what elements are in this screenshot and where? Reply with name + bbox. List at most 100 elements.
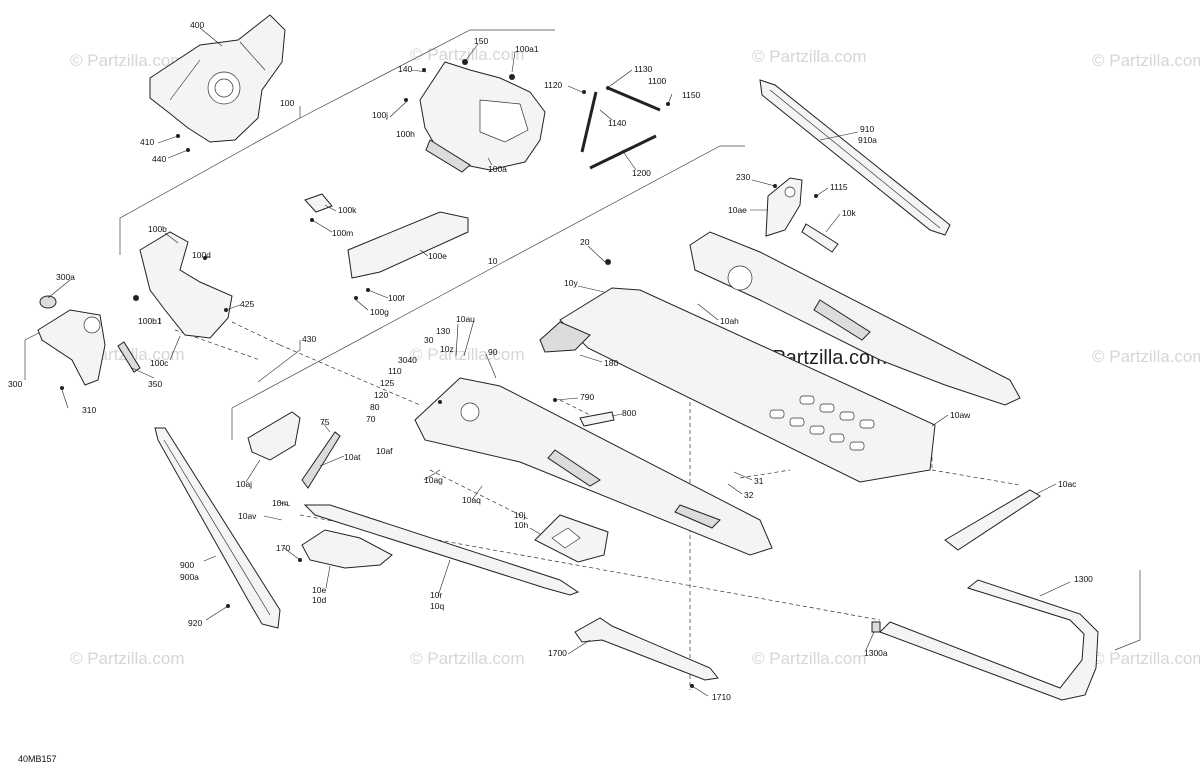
part-910-rail [759,79,951,236]
callout-100a: 100a [488,164,507,174]
callout-1710: 1710 [712,692,731,702]
leader-lines [47,27,1071,697]
watermark: © Partzilla.com [752,649,867,668]
callout-31: 31 [754,476,764,486]
callout-10aj: 10aj [236,479,252,489]
callout-3040: 3040 [398,355,417,365]
callout-10y: 10y [564,278,578,288]
part-400-front-frame [149,14,286,152]
callout-100m: 100m [332,228,353,238]
callout-900: 900 [180,560,194,570]
part-900-strut [154,427,281,629]
callout-10af: 10af [376,446,393,456]
part-10ac-rail [944,489,1041,551]
group-line-10-top [495,145,745,267]
callout-790: 790 [580,392,594,402]
watermark: © Partzilla.com [410,345,525,364]
callout-140: 140 [398,64,412,74]
part-rods [580,86,670,170]
callout-300a: 300a [56,272,75,282]
callout-100b: 100b [148,224,167,234]
watermark: © Partzilla.com [70,51,185,70]
callout-440: 440 [152,154,166,164]
group-line-10 [231,265,497,440]
part-300-arm [37,295,141,390]
part-100e-plate [304,193,469,300]
callout-100k: 100k [338,205,357,215]
part-10e-skid [298,529,393,569]
callout-310: 310 [82,405,96,415]
callout-110: 110 [388,366,402,376]
callout-10h: 10h [514,520,528,530]
watermark-layer: © Partzilla.com © Partzilla.com © Partzi… [70,45,1200,668]
callout-180: 180 [604,358,618,368]
watermark: © Partzilla.com [410,649,525,668]
group-line-1300 [1114,570,1141,651]
callout-10: 10 [488,256,498,266]
diagram-code: 40MB157 [18,754,57,764]
part-100a-housing [404,59,546,173]
callout-10ah: 10ah [720,316,739,326]
callout-10r: 10r [430,590,442,600]
callout-10at: 10at [344,452,361,462]
callout-1150: 1150 [682,90,701,100]
part-10y-tunnel [539,259,936,483]
callout-150: 150 [474,36,488,46]
callout-32: 32 [744,490,754,500]
callout-1200: 1200 [632,168,651,178]
callout-10au: 10au [456,314,475,324]
callout-125: 125 [380,378,394,388]
callout-10q: 10q [430,601,444,611]
part-800-plate [579,411,615,427]
callout-910a: 910a [858,135,877,145]
callout-910: 910 [860,124,874,134]
callout-100e: 100e [428,251,447,261]
callout-100h: 100h [396,129,415,139]
tunnel-slots [769,395,875,451]
callout-170: 170 [276,543,290,553]
callout-800: 800 [622,408,636,418]
watermark: © Partzilla.com [70,649,185,668]
callout-100c: 100c [150,358,169,368]
callout-10ag: 10ag [424,475,443,485]
callout-80: 80 [370,402,380,412]
callout-100a1: 100a1 [515,44,539,54]
callout-100b1: 100b1 [138,316,162,326]
callout-425: 425 [240,299,254,309]
callout-100f: 100f [388,293,405,303]
part-10aj-bracket [247,411,341,489]
callout-20: 20 [580,237,590,247]
part-side-panel-right [689,231,1021,406]
callout-100d: 100d [192,250,211,260]
callout-130: 130 [436,326,450,336]
callout-10m: 10m [272,498,289,508]
watermark: © Partzilla.com [1092,51,1200,70]
callout-10z: 10z [440,344,454,354]
part-1300-bumper [871,579,1099,701]
callout-10j: 10j [514,510,525,520]
callout-100: 100 [280,98,294,108]
callout-1115: 1115 [830,182,848,192]
callout-10aq: 10aq [462,495,481,505]
group-brackets [24,29,1141,651]
watermark: © Partzilla.com [410,45,525,64]
watermark: © Partzilla.com [1092,649,1200,668]
callout-100j: 100j [372,110,388,120]
callout-90: 90 [488,347,498,357]
part-1700-rail [574,617,719,688]
callout-230: 230 [736,172,750,182]
callout-1120: 1120 [544,80,563,90]
callout-10av: 10av [238,511,257,521]
callout-10e: 10e [312,585,326,595]
callout-75: 75 [320,417,330,427]
callout-10d: 10d [312,595,326,605]
callout-1100: 1100 [648,76,667,86]
part-10ae-bracket [765,177,839,253]
callout-1300: 1300 [1074,574,1093,584]
callout-900a: 900a [180,572,199,582]
callout-70: 70 [366,414,376,424]
part-10aq-left-tunnel [414,377,773,556]
callout-1700: 1700 [548,648,567,658]
callout-30: 30 [424,335,434,345]
